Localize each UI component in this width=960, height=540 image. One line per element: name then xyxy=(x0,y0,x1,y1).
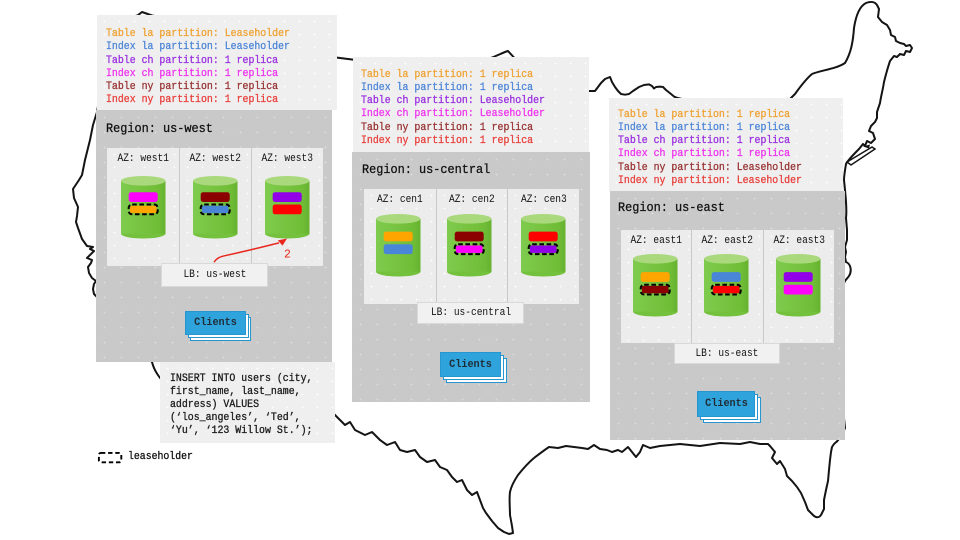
svg-text:2: 2 xyxy=(284,249,291,262)
